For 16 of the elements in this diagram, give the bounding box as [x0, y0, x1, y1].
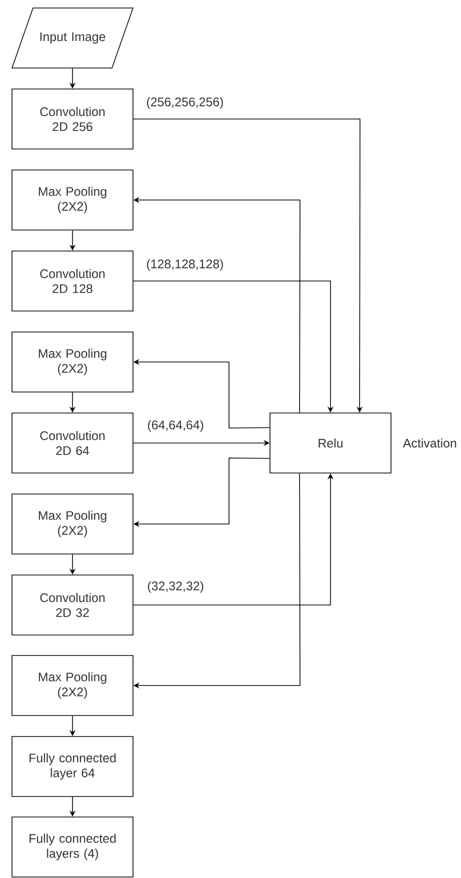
process-box: Convolution 2D 256 [12, 88, 134, 150]
edge-label: (32,32,32) [146, 580, 205, 594]
process-box: Convolution 2D 64 [12, 412, 134, 474]
process-box: Convolution 2D 128 [12, 250, 134, 312]
edge-label: (128,128,128) [145, 258, 225, 272]
side-label: Activation [402, 438, 456, 448]
process-box: Max Pooling (2X2) [12, 655, 134, 716]
process-box: Max Pooling (2X2) [12, 170, 134, 230]
edge-label: (256,256,256) [145, 96, 225, 110]
process-box: Fully connected layers (4) [12, 816, 134, 878]
process-box: Max Pooling (2X2) [12, 332, 134, 392]
edge-label: (64,64,64) [146, 419, 205, 433]
process-box: Fully connected layer 64 [12, 736, 134, 797]
process-box: Max Pooling (2X2) [12, 494, 134, 554]
process-box: Convolution 2D 32 [12, 574, 134, 636]
activation-box: Relu [270, 412, 392, 474]
